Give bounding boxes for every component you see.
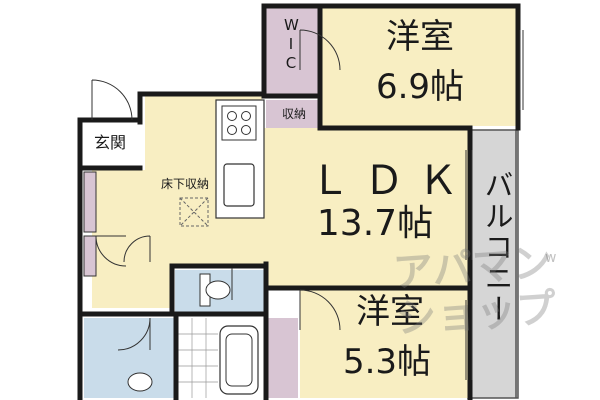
underfloor-storage-label: 床下収納 [160,177,209,191]
windows [465,30,524,380]
closet-2-floor [266,318,298,398]
western-room-1-name: 洋室 [386,17,454,57]
bathtub-icon [219,325,259,395]
burner-icon [227,111,237,121]
watermark-suffix: w [545,250,557,266]
balcony-floor [467,129,519,399]
wic-label: WIC [280,16,302,73]
underfloor-hatch-icon [179,197,209,227]
door-swings [91,29,341,351]
western-room-2-name: 洋室 [356,292,424,332]
stove [221,105,257,141]
western-room-1-area: 6.9帖 [375,67,465,107]
bathtub-inner [225,333,253,387]
sink [223,163,255,207]
western-room-2-area: 5.3帖 [342,342,432,382]
watermark-text: アパマンショップ [391,239,558,343]
ldk-area: 13.7帖 [316,203,434,244]
hall-closet [83,171,97,233]
watermark-logo: アパマンショップ [392,240,559,351]
washbasin-icon [127,372,153,392]
balcony-label: バルコニー [480,170,514,325]
bathroom-tiles [178,318,218,398]
ldk-floor [92,95,468,308]
storage-label: 収納 [281,107,306,121]
storage-floor [266,100,318,128]
hall-closet [83,235,97,277]
entrance-label: 玄関 [92,133,129,153]
wic-label-text: WIC [284,16,299,72]
western-room-1-floor [320,8,517,126]
burner-icon [227,125,237,135]
toilet-icon [205,280,231,300]
wic-floor [266,8,318,96]
western-room-2-floor [300,290,468,398]
burner-icon [241,125,251,135]
ldk-name: ＬＤＫ [310,158,472,204]
burner-icon [241,111,251,121]
walls [77,3,521,400]
